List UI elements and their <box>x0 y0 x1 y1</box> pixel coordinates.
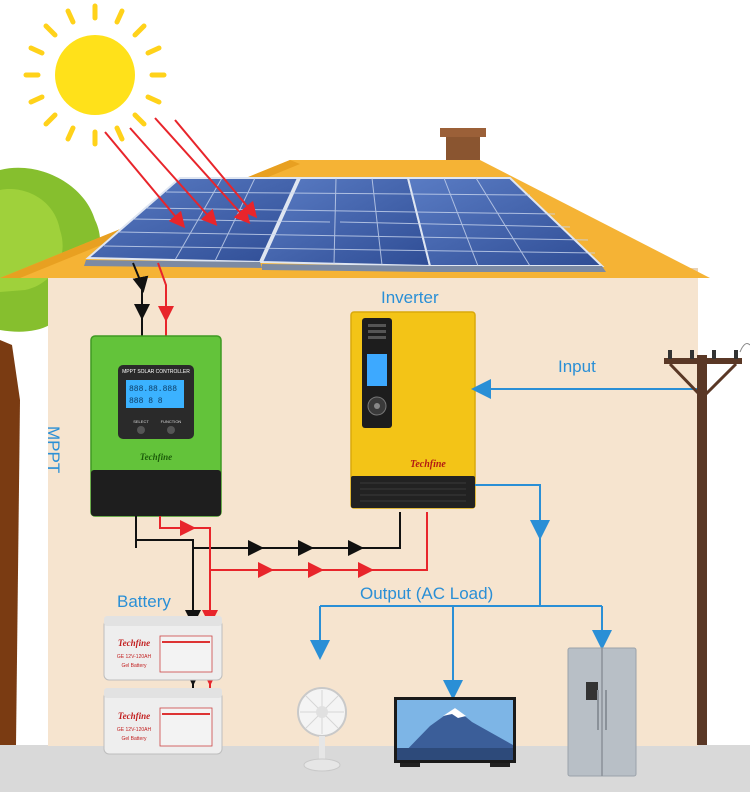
output-label: Output (AC Load) <box>360 584 494 603</box>
battery-bottom-model: GE 12V-120AH <box>117 727 152 733</box>
svg-text:888 8 8: 888 8 8 <box>129 397 163 406</box>
inverter-device <box>350 311 476 509</box>
fan-icon <box>297 687 347 772</box>
battery-stack <box>103 616 223 755</box>
dc-wiring <box>135 512 428 695</box>
inverter-brand: Techfine <box>410 459 446 470</box>
tv-icon <box>394 697 516 767</box>
inverter-lcd <box>367 354 387 386</box>
mppt-controller: 888.88.888 888 8 8 <box>90 335 222 517</box>
mppt-select-button: SELECT <box>133 419 149 424</box>
refrigerator-icon <box>567 647 637 777</box>
utility-pole-icon <box>664 343 750 745</box>
battery-top-type: Gel Battery <box>121 663 147 669</box>
inverter-label: Inverter <box>381 288 439 307</box>
ac-wiring <box>310 379 705 700</box>
battery-top-brand: Techfine <box>118 638 150 648</box>
battery-top-model: GE 12V-120AH <box>117 654 152 660</box>
mppt-function-button: FUNCTION <box>161 419 182 424</box>
solar-panel-icon <box>84 177 606 272</box>
mppt-lcd <box>126 380 184 408</box>
panel-wires <box>132 262 174 338</box>
mppt-brand: Techfine <box>140 452 172 462</box>
svg-text:888.88.888: 888.88.888 <box>129 385 177 394</box>
battery-bottom-type: Gel Battery <box>121 736 147 742</box>
mppt-screen-title: MPPT SOLAR CONTROLLER <box>122 369 190 375</box>
sunlight-arrows <box>104 117 258 229</box>
battery-top <box>103 616 223 681</box>
battery-bottom-brand: Techfine <box>118 711 150 721</box>
battery-label: Battery <box>117 592 171 611</box>
input-label: Input <box>558 357 596 376</box>
mppt-label: MPPT <box>44 426 63 474</box>
battery-bottom <box>103 688 223 755</box>
sun-icon <box>23 3 167 147</box>
